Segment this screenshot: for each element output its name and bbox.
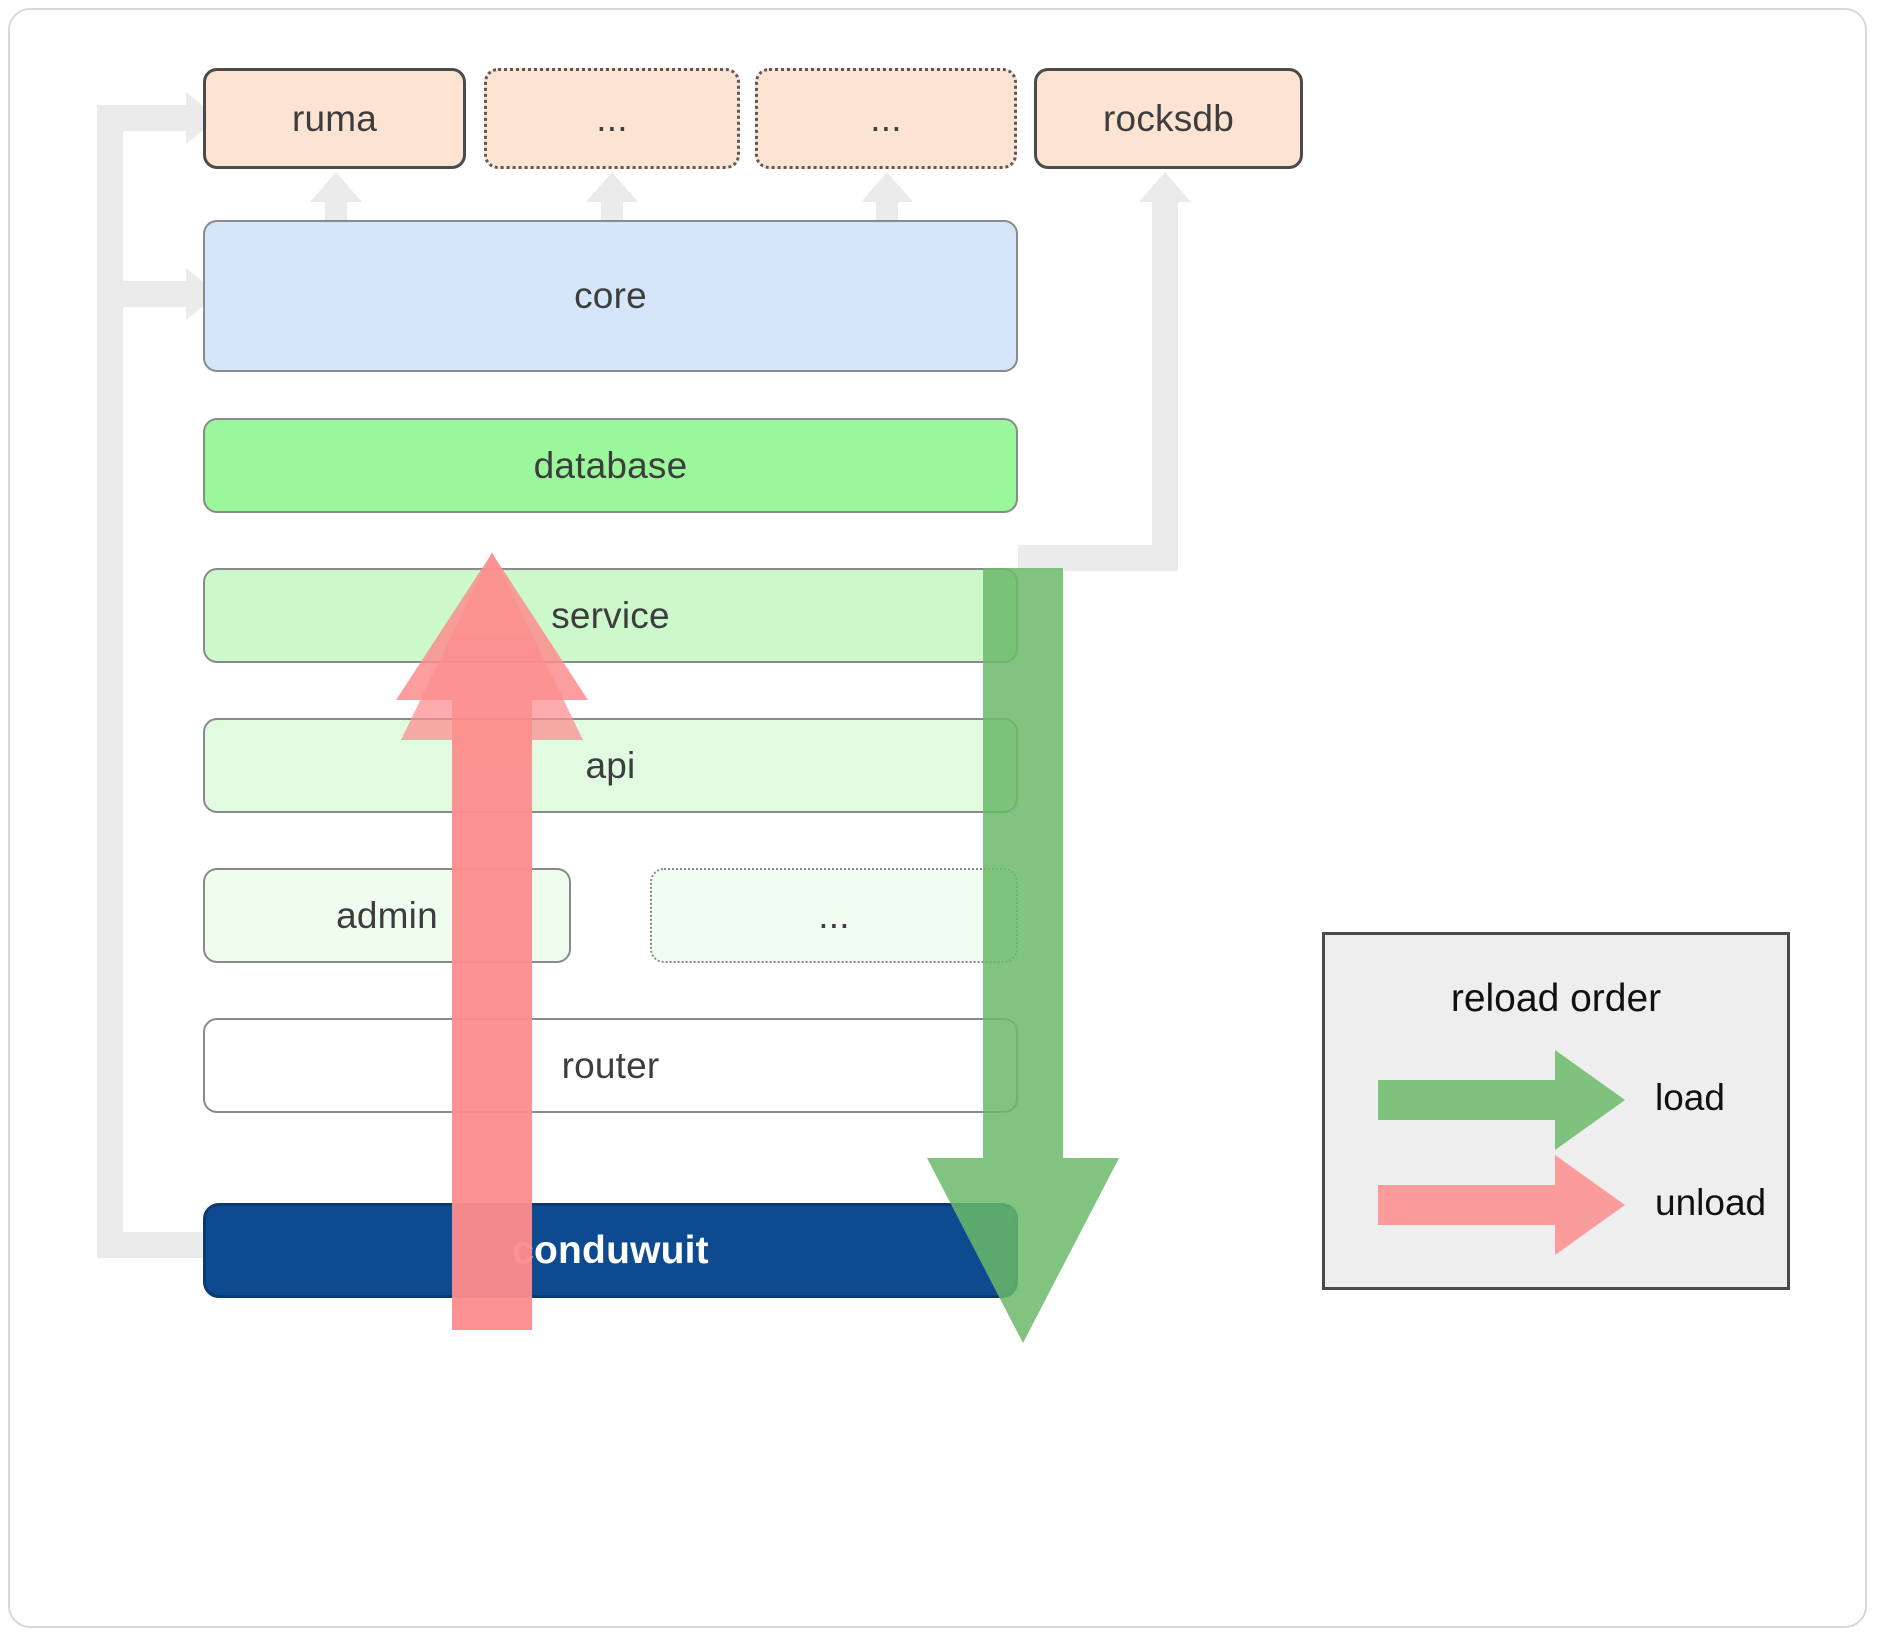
dependency-box-3[interactable]: ... [755, 68, 1017, 169]
legend-panel: reload order load unload [1322, 932, 1790, 1290]
dependency-label: ruma [291, 97, 378, 139]
layer-box-router[interactable]: router [203, 1018, 1018, 1113]
connector-database-to-rocksdb-horizontal [1018, 545, 1178, 571]
layer-box-core[interactable]: core [203, 220, 1018, 372]
legend-arrows [1378, 1050, 1625, 1255]
layer-box-extra[interactable]: ... [650, 868, 1018, 963]
layer-box-api[interactable]: api [203, 718, 1018, 813]
root-box-conduwuit[interactable]: conduwuit [203, 1203, 1018, 1298]
layer-label: service [551, 594, 670, 636]
dependency-box-rocksdb[interactable]: rocksdb [1034, 68, 1303, 169]
connector-core-to-ruma-shaft [325, 195, 347, 227]
root-label: conduwuit [512, 1228, 709, 1272]
legend-label-load: load [1655, 1077, 1725, 1118]
layer-label: router [561, 1044, 660, 1086]
layer-label: admin [336, 894, 438, 936]
connector-core-to-dep3-shaft [876, 195, 898, 227]
legend-unload-arrow [1378, 1155, 1625, 1255]
layer-label: api [585, 744, 636, 786]
connector-spine-vertical [97, 105, 123, 1258]
layer-box-database[interactable]: database [203, 418, 1018, 513]
connector-core-to-dep3-arrowhead [861, 172, 913, 202]
layer-box-service[interactable]: service [203, 568, 1018, 663]
layer-box-admin[interactable]: admin [203, 868, 571, 963]
connector-database-to-rocksdb-vertical [1152, 200, 1178, 571]
legend-label-unload: unload [1655, 1182, 1767, 1223]
connector-to-core [97, 281, 192, 307]
connector-database-to-rocksdb-arrowhead [1139, 172, 1191, 202]
dependency-label: ... [596, 97, 628, 139]
layer-label: database [533, 444, 688, 486]
connector-core-to-ruma-arrowhead [310, 172, 362, 202]
dependency-box-ruma[interactable]: ruma [203, 68, 466, 169]
layer-label: ... [818, 894, 850, 936]
dependency-label: rocksdb [1103, 97, 1234, 139]
legend-load-arrow [1378, 1050, 1625, 1150]
dependency-box-2[interactable]: ... [484, 68, 740, 169]
legend-title: reload order [1450, 977, 1662, 1020]
connector-to-ruma [97, 105, 192, 131]
connector-from-conduwuit [97, 1232, 212, 1258]
connector-core-to-dep2-arrowhead [586, 172, 638, 202]
dependency-label: ... [870, 97, 902, 139]
connector-core-to-dep2-shaft [601, 195, 623, 227]
layer-label: core [574, 275, 647, 316]
